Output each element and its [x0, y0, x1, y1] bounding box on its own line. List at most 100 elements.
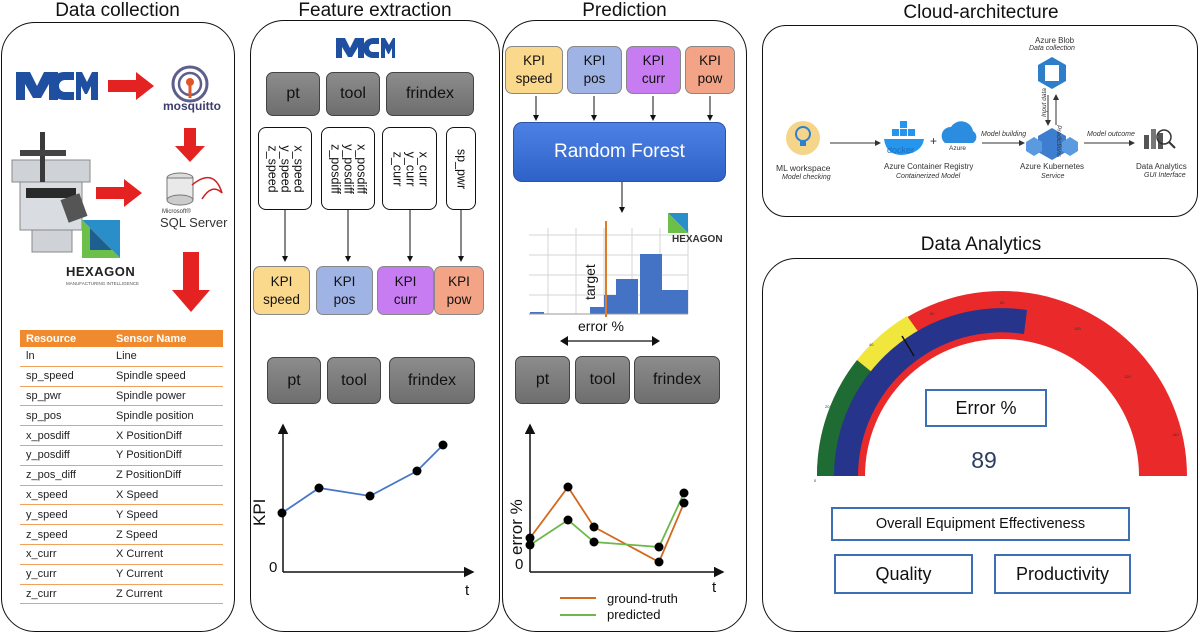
sql-small-label: Microsoft® — [162, 209, 191, 215]
pr-kpi-pos: KPI pos — [567, 46, 622, 94]
productivity-label: Productivity — [1015, 563, 1110, 584]
predicted-point — [563, 515, 573, 525]
panel-feature-extraction — [250, 20, 500, 632]
svg-text:+: + — [930, 134, 937, 148]
azure-cloud-icon — [941, 121, 977, 143]
hexagon-logo-icon — [82, 220, 120, 258]
kpi-chart-xlabel: t — [465, 582, 470, 599]
predicted-line — [529, 492, 685, 548]
fe-kpi-pos: KPI pos — [316, 266, 373, 315]
kubernetes-icon — [1026, 128, 1078, 160]
table-cell-sensor-name: Z Current — [110, 584, 223, 605]
title-cloud-architecture: Cloud-architecture — [903, 2, 1059, 23]
gauge-value-band — [834, 308, 1027, 476]
arrow-down-2-icon — [172, 252, 210, 312]
cloud-input-data: Input data — [1041, 88, 1048, 117]
quality-label: Quality — [875, 563, 932, 584]
pr-kpi-speed: KPI speed — [505, 46, 563, 94]
kpi-series-line — [281, 444, 444, 514]
table-cell-resource: sp_pos — [20, 405, 110, 427]
fe-pt-button-2: pt — [267, 357, 321, 404]
error-line-chart — [524, 423, 725, 578]
random-forest-label: Random Forest — [554, 141, 685, 162]
oee-label: Overall Equipment Effectiveness — [875, 516, 1086, 532]
random-forest-box: Random Forest — [513, 122, 726, 182]
table-header-sensor-name: Sensor Name — [110, 330, 223, 347]
arrow-right-1-icon — [108, 72, 154, 100]
table-cell-resource: ln — [20, 347, 110, 367]
kpi-point — [412, 466, 422, 476]
ground-truth-point — [679, 498, 689, 508]
mcm-logo-icon — [15, 70, 99, 102]
svg-text:140: 140 — [1172, 432, 1179, 437]
kpi-chart-ylabel: KPI — [250, 498, 269, 526]
table-cell-sensor-name: Z PositionDiff — [110, 465, 223, 486]
cloud-kubernetes-sub: Service — [1041, 173, 1065, 180]
cloud-azure: Azure — [949, 145, 966, 152]
cloud-docker: docker — [887, 145, 915, 155]
cloud-blob-sub: Data collection — [1029, 45, 1075, 52]
mosquitto-icon — [171, 65, 209, 103]
title-data-collection: Data collection — [55, 0, 180, 21]
mcm-logo-small-icon — [336, 38, 395, 58]
table-cell-sensor-name: Y Current — [110, 564, 223, 585]
legend-ground-truth: ground-truth — [607, 591, 678, 606]
fe-frindex-button: frindex — [386, 72, 474, 116]
mosquitto-label: mosquitto — [163, 99, 221, 113]
cloud-model-building: Model building — [981, 131, 1027, 138]
fe-tool-button: tool — [326, 72, 380, 116]
legend-predicted: predicted — [607, 607, 661, 622]
cloud-analytics: Data Analytics — [1136, 162, 1187, 171]
histogram-xlabel: error % — [578, 318, 624, 334]
hexagon-label: HEXAGON — [66, 264, 136, 279]
azure-blob-icon — [1038, 57, 1066, 89]
ml-workspace-icon — [786, 121, 820, 155]
table-cell-resource: z_curr — [20, 584, 110, 605]
svg-text:20: 20 — [825, 404, 830, 409]
table-cell-resource: x_curr — [20, 544, 110, 565]
feature-text-curr: x_curr y_curr z_curr — [390, 151, 430, 186]
cloud-kubernetes: Azure Kubernetes — [1020, 162, 1085, 171]
gauge-needle — [901, 335, 915, 357]
title-prediction: Prediction — [582, 0, 667, 21]
error-legend-swatches — [560, 597, 596, 616]
feature-box-pos: x_posdiff y_posdiff z_posdiff — [321, 127, 375, 210]
svg-text:120: 120 — [1124, 374, 1131, 379]
table-cell-sensor-name: Y PositionDiff — [110, 445, 223, 466]
kpi-point — [277, 508, 287, 518]
kpi-point — [365, 491, 375, 501]
hexagon-sub-label: MANUFACTURING INTELLIGENCE — [66, 281, 140, 286]
gauge-label: Error % — [955, 397, 1017, 418]
predicted-point — [589, 537, 599, 547]
histogram-bar — [662, 290, 688, 314]
sql-server-label: SQL Server — [160, 215, 228, 230]
table-cell-sensor-name: X Current — [110, 544, 223, 565]
cloud-analytics-sub: GUI Interface — [1144, 172, 1186, 179]
histogram-bar — [616, 279, 638, 314]
pr-kpi-pow: KPI pow — [685, 46, 735, 94]
arrow-down-1-icon — [175, 128, 205, 162]
data-collection-graphics — [11, 65, 223, 312]
docker-icon — [884, 121, 924, 155]
feature-text-speed: x_speed y_speed z_speed — [265, 144, 306, 193]
arrow-right-2-icon — [96, 179, 142, 207]
predicted-point — [654, 542, 664, 552]
table-header-resource: Resource — [20, 330, 110, 347]
table-cell-sensor-name: Line — [110, 347, 223, 367]
feature-text-pos: x_posdiff y_posdiff z_posdiff — [328, 143, 369, 194]
table-cell-resource: y_posdiff — [20, 445, 110, 466]
feature-box-pow: sp_pwr — [446, 127, 476, 210]
table-cell-sensor-name: Spindle power — [110, 386, 223, 407]
histogram-bar — [590, 307, 604, 314]
gauge-value: 89 — [971, 447, 997, 473]
cloud-model-outcome: Model outcome — [1087, 131, 1135, 138]
cloud-architecture-graphics: + — [786, 57, 1176, 160]
fe-kpi-speed: KPI speed — [253, 266, 310, 315]
table-cell-sensor-name: Spindle speed — [110, 366, 223, 387]
